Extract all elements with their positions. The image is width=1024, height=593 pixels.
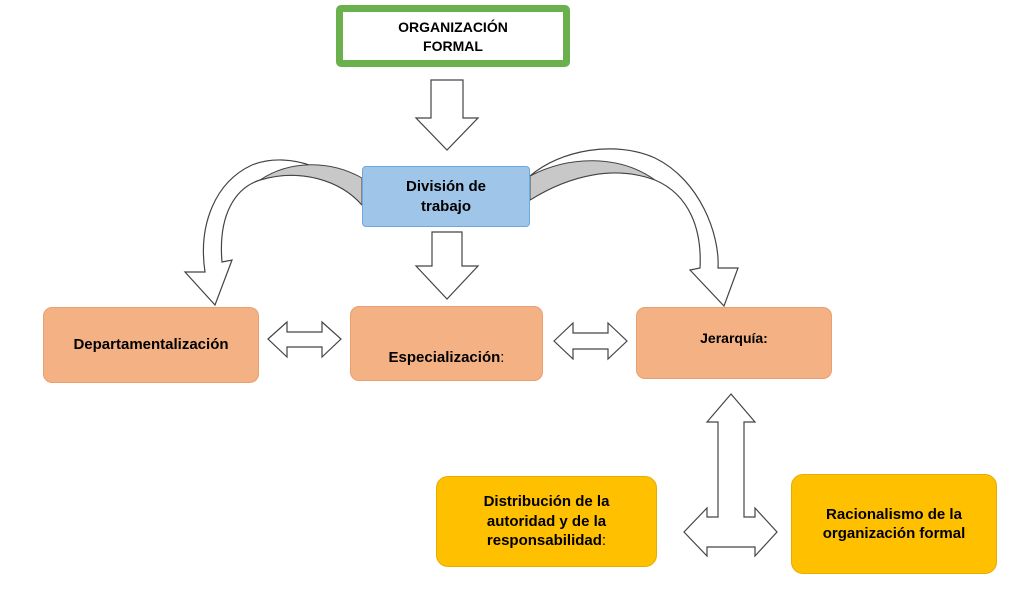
curved-arrow-left-shade [259,164,363,207]
division-trabajo-label: División de trabajo [405,178,487,215]
division-trabajo-box: División de trabajo [362,166,530,227]
curved-arrow-right-shade [529,160,656,201]
double-arrow-right [553,321,628,361]
organizacion-formal-label: ORGANIZACIÓN FORMAL [398,19,508,54]
distribucion-autoridad-label: Distribución de la autoridad y de la res… [483,493,610,550]
departamentalizacion-box: Departamentalización [43,307,259,383]
especializacion-colon: : [500,348,505,366]
double-arrow-left [267,320,342,359]
departamentalizacion-label: Departamentalización [73,336,229,354]
down-arrow-division [414,231,480,300]
down-arrow-title [414,79,480,151]
distribucion-colon: : [601,532,607,550]
jerarquia-box: Jerarquía: [636,307,832,379]
especializacion-label: Especialización [388,348,501,366]
distribucion-autoridad-box: Distribución de la autoridad y de la res… [436,476,657,567]
racionalismo-box: Racionalismo de la organización formal [791,474,997,574]
t-double-arrow [683,393,778,558]
organizacion-formal-box: ORGANIZACIÓN FORMAL [336,5,570,67]
racionalismo-label: Racionalismo de la organización formal [822,505,966,543]
especializacion-box: Especialización: [350,306,543,381]
jerarquia-label: Jerarquía: [700,330,768,346]
